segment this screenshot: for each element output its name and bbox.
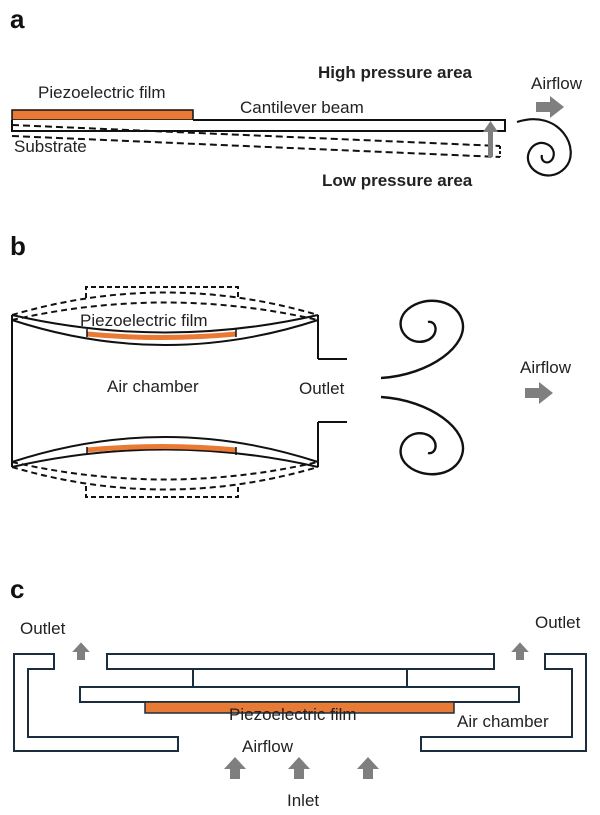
label-outlet-right: Outlet — [535, 613, 581, 632]
deflected-beam-top — [11, 124, 501, 147]
piezo-film-c — [144, 701, 455, 714]
housing-left — [13, 653, 179, 752]
deflected-beam-bottom — [11, 135, 501, 158]
label-inlet: Inlet — [287, 791, 319, 810]
label-piezo-film-a: Piezoelectric film — [38, 83, 166, 102]
bottom-membrane — [11, 448, 319, 468]
inlet-arrow-3-icon — [357, 757, 379, 779]
label-substrate: Substrate — [14, 137, 87, 156]
inlet-arrow-2-icon — [288, 757, 310, 779]
top-membrane — [11, 314, 319, 334]
panel-c: c Piezoelectric film Air chamber Outlet … — [10, 574, 587, 810]
housing-right — [420, 653, 587, 752]
vortex-top-icon — [380, 299, 465, 380]
vibrating-plate — [79, 686, 520, 703]
outlet-arrow-left-icon — [72, 642, 90, 660]
label-cantilever-beam: Cantilever beam — [240, 98, 364, 117]
panel-a: a Piezoelectric film Cantilever beam Sub… — [10, 4, 583, 190]
panel-a-label: a — [10, 4, 25, 34]
label-airflow-a: Airflow — [531, 74, 583, 93]
label-outlet-left: Outlet — [20, 619, 66, 638]
piezo-film-b-top — [86, 331, 237, 340]
label-high-pressure: High pressure area — [318, 63, 473, 82]
label-piezo-film-b: Piezoelectric film — [80, 311, 208, 330]
label-airflow-b: Airflow — [520, 358, 572, 377]
piezo-film-a — [11, 109, 194, 121]
label-air-chamber-b: Air chamber — [107, 377, 199, 396]
airflow-arrow-b-icon — [525, 382, 553, 404]
vortex-icon — [516, 118, 572, 177]
label-piezo-film-c: Piezoelectric film — [229, 705, 357, 724]
cantilever-beam — [11, 119, 506, 132]
panel-b-label: b — [10, 231, 26, 261]
top-plate — [106, 653, 495, 670]
inlet-arrow-1-icon — [224, 757, 246, 779]
label-low-pressure: Low pressure area — [322, 171, 473, 190]
piezo-film-b-bottom — [86, 444, 237, 453]
label-outlet-b: Outlet — [299, 379, 345, 398]
panel-c-label: c — [10, 574, 24, 604]
vortex-bottom-icon — [380, 395, 465, 476]
panel-b: b Piezoelectric film Air chamber Outlet — [10, 231, 572, 498]
label-air-chamber-c: Air chamber — [457, 712, 549, 731]
label-airflow-c: Airflow — [242, 737, 294, 756]
airflow-arrow-a-icon — [536, 96, 564, 118]
outlet-arrow-right-icon — [511, 642, 529, 660]
pressure-arrow-up-icon — [483, 121, 498, 157]
